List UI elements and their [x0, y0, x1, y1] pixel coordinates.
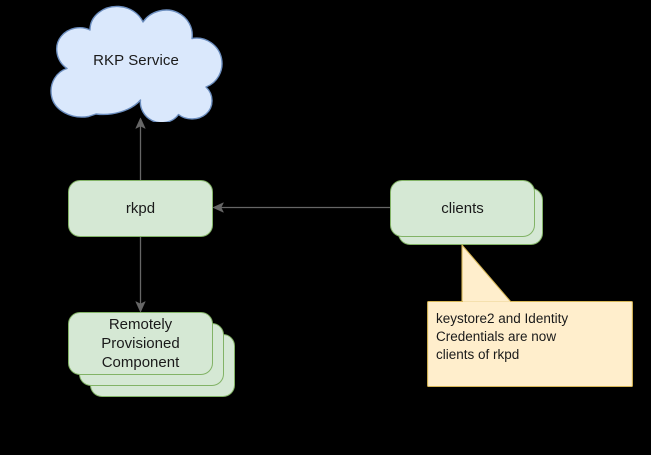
node-rkpd[interactable]: rkpd	[68, 180, 213, 237]
node-rkp-service-label: RKP Service	[93, 51, 179, 69]
edge-rkpd-to-rkp-service	[135, 117, 146, 180]
node-rkpd-label: rkpd	[125, 200, 156, 217]
callout-note-shape	[427, 244, 633, 388]
callout-note-text: keystore2 and Identity Credentials are n…	[436, 311, 569, 362]
edge-rkpd-to-rpc	[135, 237, 146, 313]
node-rpc[interactable]: Remotely Provisioned Component	[68, 312, 213, 375]
callout-note[interactable]: keystore2 and Identity Credentials are n…	[427, 240, 633, 388]
node-rkp-service[interactable]: RKP Service	[40, 4, 232, 122]
node-clients[interactable]: clients	[390, 180, 535, 237]
cloud-shape	[50, 5, 223, 122]
node-clients-label: clients	[441, 200, 484, 217]
edge-clients-to-rkpd	[212, 202, 390, 213]
node-rpc-label: Remotely Provisioned Component	[101, 316, 180, 371]
